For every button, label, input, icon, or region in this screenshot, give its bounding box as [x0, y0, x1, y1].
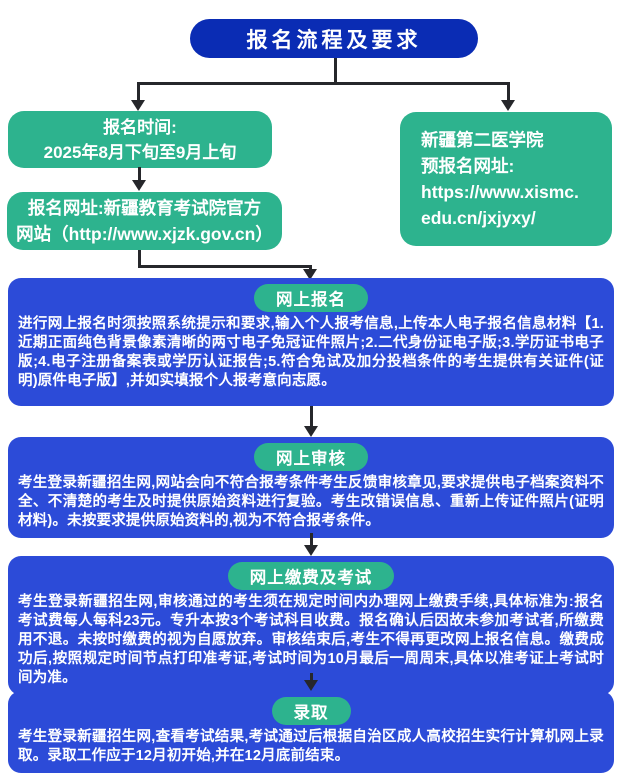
step-label-online-registration: 网上报名: [254, 284, 368, 312]
registration-time-line2: 2025年8月下旬至9月上旬: [43, 142, 237, 162]
preregistration-url-line2: edu.cn/jxjyxy/: [421, 208, 536, 228]
official-website-line1: 报名网址:新疆教育考试院官方: [27, 198, 262, 218]
connector-elbow-horizontal: [138, 265, 312, 268]
connector-time-to-site: [138, 167, 141, 182]
connector-step1: [310, 406, 313, 427]
connector-step3: [310, 673, 313, 681]
connector-elbow-vertical: [138, 250, 141, 268]
step-box-online-registration: 网上报名 进行网上报名时须按照系统提示和要求,输入个人报考信息,上传本人电子报名…: [8, 278, 614, 406]
arrow-down-icon: [132, 180, 146, 191]
registration-time-line1: 报名时间:: [103, 117, 177, 137]
step-box-payment-exam: 网上缴费及考试 考生登录新疆招生网,审核通过的考生须在规定时间内办理网上缴费手续…: [8, 556, 614, 695]
step-label-payment-exam: 网上缴费及考试: [227, 562, 395, 590]
preregistration-line2: 预报名网址:: [421, 156, 515, 176]
preregistration-line1: 新疆第二医学院: [421, 130, 544, 150]
arrow-down-icon: [303, 269, 317, 280]
preregistration-site-box: 新疆第二医学院 预报名网址: https://www.xismc. edu.cn…: [400, 112, 612, 246]
official-website-box: 报名网址:新疆教育考试院官方 网站（http://www.xjzk.gov.cn…: [7, 192, 282, 250]
step-body-payment-exam: 考生登录新疆招生网,审核通过的考生须在规定时间内办理网上缴费手续,具体标准为:报…: [18, 594, 604, 686]
step-body-online-registration: 进行网上报名时须按照系统提示和要求,输入个人报考信息,上传本人电子报名信息材料【…: [18, 316, 604, 389]
step-label-online-review: 网上审核: [254, 443, 368, 471]
connector-right-drop: [507, 82, 510, 101]
connector-stem: [334, 58, 337, 84]
official-website-line2: 网站（http://www.xjzk.gov.cn）: [16, 224, 273, 244]
arrow-down-icon: [304, 426, 318, 437]
preregistration-url-line1: https://www.xismc.: [421, 182, 579, 202]
connector-step2: [310, 533, 313, 546]
registration-time-box: 报名时间: 2025年8月下旬至9月上旬: [8, 111, 272, 168]
step-body-admission: 考生登录新疆招生网,查看考试结果,考试通过后根据自治区成人高校招生实行计算机网上…: [18, 729, 604, 764]
arrow-down-icon: [501, 100, 515, 111]
arrow-down-icon: [131, 100, 145, 111]
step-box-admission: 录取 考生登录新疆招生网,查看考试结果,考试通过后根据自治区成人高校招生实行计算…: [8, 691, 614, 773]
step-label-admission: 录取: [271, 697, 351, 725]
connector-elbow-drop: [309, 265, 312, 271]
flowchart-title: 报名流程及要求: [190, 19, 478, 58]
connector-left-drop: [137, 82, 140, 101]
arrow-down-icon: [304, 680, 318, 691]
step-body-online-review: 考生登录新疆招生网,网站会向不符合报考条件考生反馈审核章见,要求提供电子档案资料…: [18, 475, 604, 529]
connector-branch-bar: [137, 82, 510, 85]
step-box-online-review: 网上审核 考生登录新疆招生网,网站会向不符合报考条件考生反馈审核章见,要求提供电…: [8, 437, 614, 538]
arrow-down-icon: [304, 545, 318, 556]
